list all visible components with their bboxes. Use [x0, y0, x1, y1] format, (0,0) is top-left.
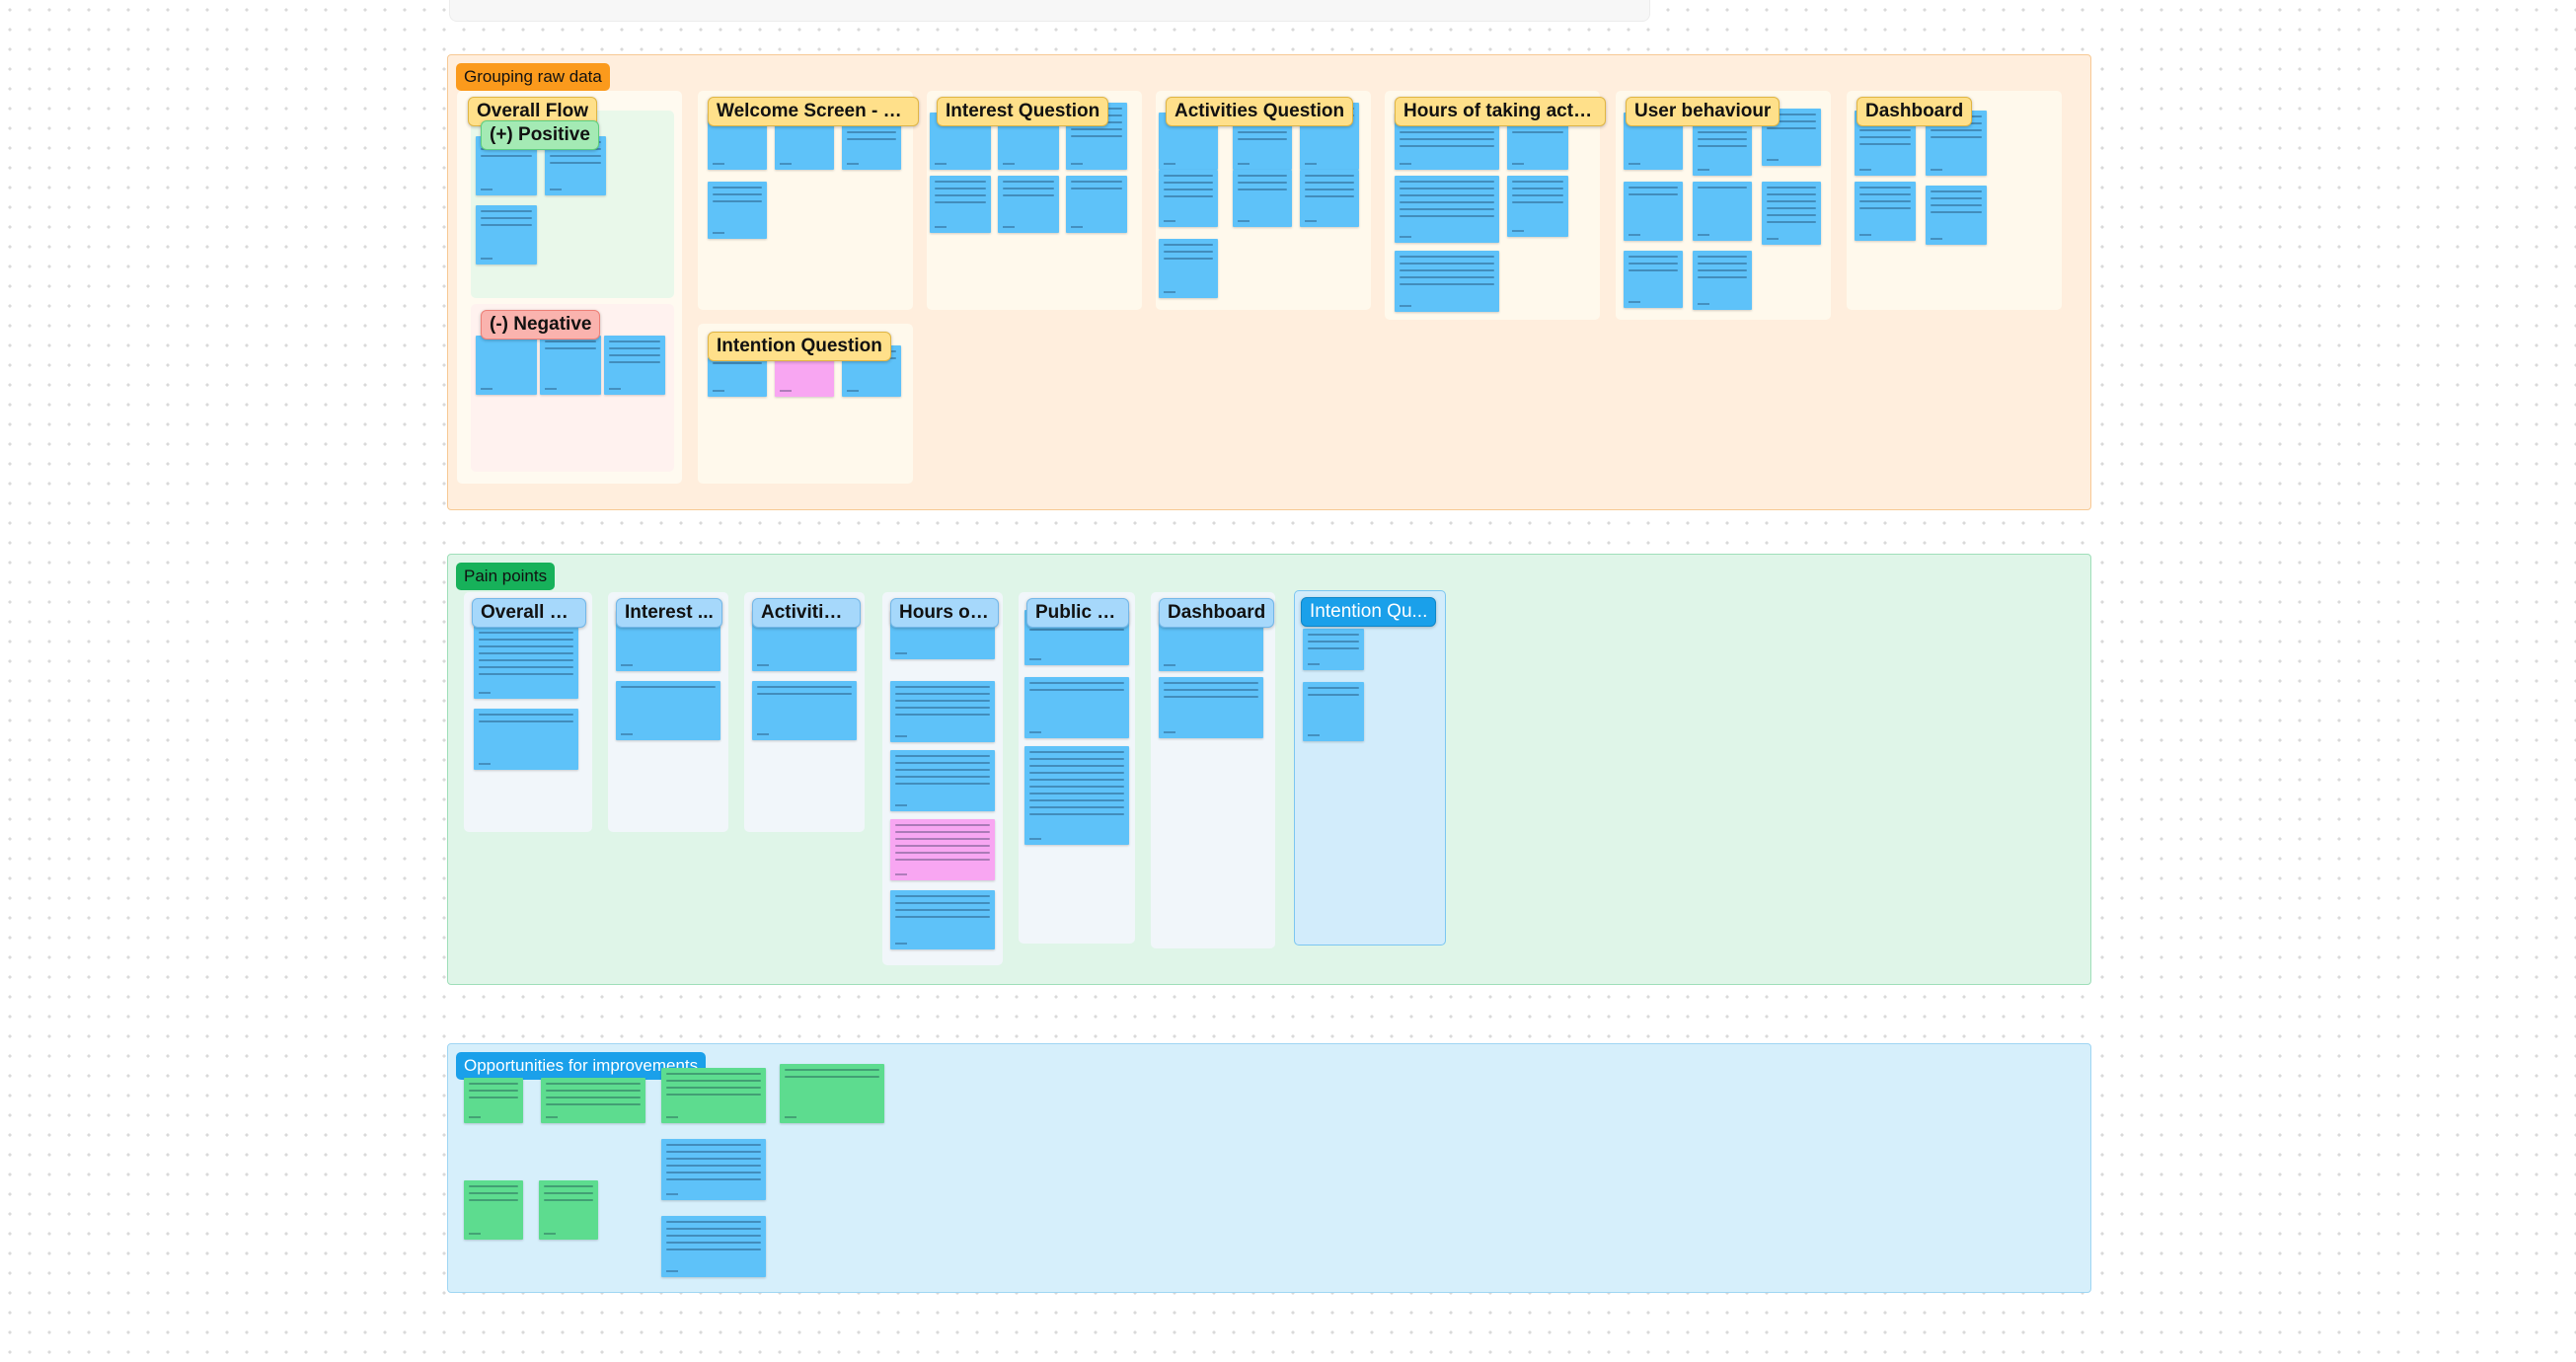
- frame-dashboard[interactable]: Dashboard: [1847, 91, 2062, 310]
- sticky-note[interactable]: [752, 681, 857, 740]
- frame-title-pain-intention[interactable]: Intention Qu...: [1301, 597, 1437, 627]
- frame-overall-flow[interactable]: Overall Flow (+) Positive (-) Negative: [457, 91, 682, 484]
- frame-title-negative[interactable]: (-) Negative: [481, 310, 601, 340]
- sticky-note[interactable]: [474, 709, 578, 770]
- top-frame[interactable]: [449, 0, 1650, 22]
- section-opportunities[interactable]: Opportunities for improvements: [447, 1043, 2091, 1293]
- sticky-note[interactable]: [1395, 176, 1499, 243]
- frame-hours-question[interactable]: Hours of taking actio...: [1385, 91, 1606, 320]
- sticky-note[interactable]: [540, 336, 601, 395]
- frame-title-user-behaviour[interactable]: User behaviour: [1626, 97, 1780, 126]
- frame-pain-dashboard[interactable]: Dashboard: [1151, 592, 1275, 948]
- sticky-note[interactable]: [1926, 186, 1987, 245]
- sticky-note[interactable]: [1303, 682, 1364, 741]
- sticky-note[interactable]: [1233, 170, 1292, 227]
- sticky-note[interactable]: [890, 681, 995, 742]
- frame-pain-public[interactable]: Public S...: [1019, 592, 1135, 944]
- section-grouping-raw-data[interactable]: Grouping raw data Overall Flow (+) Posit…: [447, 54, 2091, 510]
- frame-pain-overall-flow[interactable]: Overall Flo...: [464, 592, 592, 832]
- frame-pain-interest[interactable]: Interest ...: [608, 592, 728, 832]
- frame-interest-question[interactable]: Interest Question: [927, 91, 1142, 310]
- frame-user-behaviour[interactable]: User behaviour: [1616, 91, 1831, 320]
- frame-pain-hours[interactable]: Hours of ...: [882, 592, 1003, 965]
- sticky-note[interactable]: [539, 1180, 598, 1240]
- sticky-note[interactable]: [1300, 170, 1359, 227]
- sticky-note[interactable]: [1624, 182, 1683, 241]
- sticky-note[interactable]: [1855, 182, 1916, 241]
- sticky-note[interactable]: [1762, 182, 1821, 245]
- frame-activities-question[interactable]: Activities Question: [1156, 91, 1371, 310]
- sticky-note[interactable]: [464, 1078, 523, 1123]
- sticky-note[interactable]: [890, 819, 995, 880]
- frame-title-pain-activities[interactable]: Activities...: [752, 598, 861, 628]
- sticky-note[interactable]: [1024, 677, 1129, 738]
- frame-welcome-screen[interactable]: Welcome Screen - Br...: [698, 91, 919, 310]
- sticky-note[interactable]: [1395, 251, 1499, 312]
- sticky-note[interactable]: [708, 357, 767, 397]
- sticky-note[interactable]: [1693, 251, 1752, 310]
- frame-title-interest-question[interactable]: Interest Question: [937, 97, 1109, 126]
- section-pain-points[interactable]: Pain points Overall Flo... Interest ... …: [447, 554, 2091, 985]
- sticky-note[interactable]: [1159, 239, 1218, 298]
- frame-title-welcome-screen[interactable]: Welcome Screen - Br...: [708, 97, 919, 126]
- sticky-note[interactable]: [661, 1216, 766, 1277]
- section-tag-grouping[interactable]: Grouping raw data: [456, 63, 610, 91]
- frame-title-pain-interest[interactable]: Interest ...: [616, 598, 722, 628]
- frame-pain-activities[interactable]: Activities...: [744, 592, 865, 832]
- sticky-note[interactable]: [1024, 746, 1129, 845]
- sticky-note[interactable]: [780, 1064, 884, 1123]
- sticky-note[interactable]: [1624, 251, 1683, 308]
- sticky-note[interactable]: [476, 336, 537, 395]
- frame-intention-question[interactable]: Intention Question: [698, 324, 913, 484]
- sticky-note[interactable]: [708, 182, 767, 239]
- frame-title-pain-hours[interactable]: Hours of ...: [890, 598, 999, 628]
- frame-title-positive[interactable]: (+) Positive: [481, 120, 599, 150]
- sticky-note[interactable]: [464, 1180, 523, 1240]
- frame-positive[interactable]: (+) Positive: [471, 111, 674, 298]
- frame-title-pain-public[interactable]: Public S...: [1026, 598, 1129, 628]
- sticky-note[interactable]: [998, 176, 1059, 233]
- sticky-note[interactable]: [604, 336, 665, 395]
- sticky-note[interactable]: [1066, 176, 1127, 233]
- sticky-note[interactable]: [890, 750, 995, 811]
- sticky-note[interactable]: [616, 681, 720, 740]
- frame-pain-intention[interactable]: Intention Qu...: [1294, 590, 1446, 946]
- frame-title-intention-question[interactable]: Intention Question: [708, 332, 891, 361]
- sticky-note[interactable]: [1303, 629, 1364, 670]
- frame-title-dashboard[interactable]: Dashboard: [1856, 97, 1973, 126]
- frame-title-hours-question[interactable]: Hours of taking actio...: [1395, 97, 1606, 126]
- sticky-note[interactable]: [474, 620, 578, 699]
- sticky-note[interactable]: [1693, 182, 1752, 241]
- sticky-note[interactable]: [1159, 677, 1263, 738]
- sticky-note[interactable]: [1159, 170, 1218, 227]
- sticky-note[interactable]: [476, 205, 537, 265]
- sticky-note[interactable]: [661, 1139, 766, 1200]
- frame-title-activities-question[interactable]: Activities Question: [1166, 97, 1354, 126]
- sticky-note[interactable]: [890, 890, 995, 949]
- sticky-note[interactable]: [541, 1078, 645, 1123]
- frame-title-pain-overall-flow[interactable]: Overall Flo...: [472, 598, 586, 628]
- sticky-note[interactable]: [775, 357, 834, 397]
- sticky-note[interactable]: [930, 176, 991, 233]
- sticky-note[interactable]: [661, 1068, 766, 1123]
- frame-negative[interactable]: (-) Negative: [471, 304, 674, 472]
- sticky-note[interactable]: [1507, 176, 1568, 237]
- frame-title-pain-dashboard[interactable]: Dashboard: [1159, 598, 1275, 628]
- section-tag-pain-points[interactable]: Pain points: [456, 563, 556, 590]
